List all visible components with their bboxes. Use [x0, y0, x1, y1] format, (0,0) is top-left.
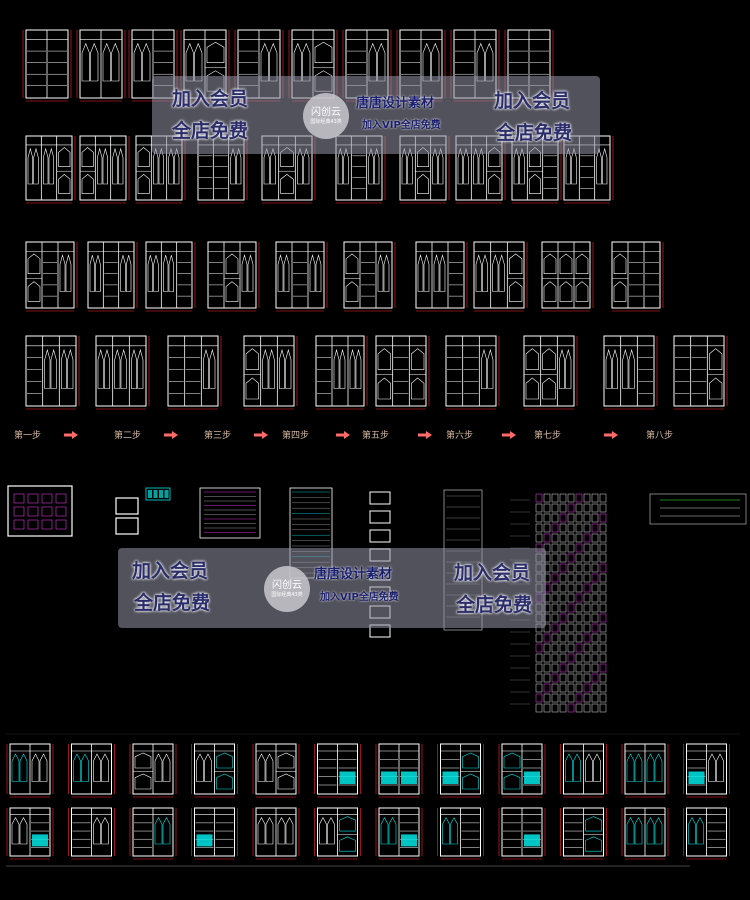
wardrobe-elevation	[603, 335, 658, 410]
watermark-logo-name: 闪创云	[272, 580, 302, 591]
wardrobe-elevation	[252, 743, 300, 798]
wardrobe-elevation	[207, 241, 260, 312]
wardrobe-elevation	[129, 743, 177, 798]
watermark-free-text: 全店免费	[496, 122, 573, 144]
wardrobe-elevation	[167, 335, 222, 410]
wardrobe-elevation	[68, 807, 115, 860]
watermark-shop-text: 唐唐设计素材	[356, 96, 435, 111]
wardrobe-elevation	[683, 807, 730, 860]
wardrobe-elevation	[145, 241, 196, 312]
wardrobe-elevation	[243, 335, 298, 410]
wardrobe-elevation	[191, 807, 238, 860]
wardrobe-elevation	[375, 807, 423, 860]
step-label-6: 第六步	[446, 431, 474, 441]
step-arrow-icon	[164, 431, 178, 439]
wardrobe-elevation	[498, 807, 546, 860]
watermark-vip-text: 加入VIP全店免费	[320, 592, 399, 603]
step-label-3: 第三步	[204, 431, 232, 441]
step-arrow-icon	[336, 431, 350, 439]
wardrobe-elevation	[68, 743, 115, 798]
wardrobe-elevation	[621, 743, 669, 798]
step-arrow-icon	[502, 431, 516, 439]
wardrobe-elevation	[560, 807, 607, 860]
wardrobe-elevation	[314, 743, 361, 798]
watermark-join-text: 加入会员	[132, 560, 209, 582]
wardrobe-elevation	[437, 743, 484, 798]
step-label-8: 第八步	[646, 431, 674, 441]
wardrobe-elevation	[275, 241, 328, 312]
step-arrow-icon	[604, 431, 618, 439]
step-label-7: 第七步	[534, 431, 562, 441]
watermark-logo-sub: 国际经典43类	[310, 119, 342, 125]
wardrobe-elevation	[252, 807, 300, 860]
wardrobe-elevation	[445, 335, 500, 410]
step-label-5: 第五步	[362, 431, 390, 441]
wardrobe-elevation	[611, 241, 664, 312]
step-label-2: 第二步	[114, 431, 142, 441]
wardrobe-elevation	[95, 335, 150, 410]
watermark-free-text: 全店免费	[172, 120, 249, 142]
wardrobe-elevation	[523, 335, 578, 410]
wardrobe-elevation	[191, 743, 238, 798]
wardrobe-elevation	[343, 241, 396, 312]
wardrobe-elevation	[673, 335, 728, 410]
wardrobe-elevation	[375, 335, 430, 410]
wardrobe-elevation	[6, 743, 54, 798]
wardrobe-elevation	[315, 335, 368, 410]
step-label-1: 第一步	[14, 431, 42, 441]
wardrobe-elevation	[473, 241, 528, 312]
wardrobe-elevation	[87, 241, 138, 312]
wardrobe-elevation	[498, 743, 546, 798]
wardrobe-elevation	[22, 29, 72, 102]
watermark-logo-icon: 闪创云 国际经典43类	[303, 93, 349, 139]
wardrobe-elevation	[560, 743, 607, 798]
wardrobe-elevation	[683, 743, 730, 798]
watermark-join-text: 加入会员	[172, 88, 249, 110]
wardrobe-elevation	[437, 807, 484, 860]
watermark-join-text: 加入会员	[494, 90, 571, 112]
wardrobe-elevation	[76, 29, 126, 102]
watermark-logo-icon: 闪创云 国际经典43类	[264, 566, 310, 612]
wardrobe-elevation	[6, 807, 54, 860]
watermark-free-text: 全店免费	[456, 594, 533, 616]
wardrobe-elevation	[79, 135, 130, 204]
wardrobe-elevation	[25, 241, 78, 312]
wardrobe-elevation	[541, 241, 594, 312]
wardrobe-elevation	[25, 335, 80, 410]
watermark-logo-name: 闪创云	[311, 107, 341, 118]
wardrobe-elevation	[415, 241, 468, 312]
watermark-logo-sub: 国际经典43类	[271, 592, 303, 598]
wardrobe-elevation	[621, 807, 669, 860]
watermark-vip-text: 加入VIP全店免费	[362, 120, 441, 131]
step-arrow-icon	[418, 431, 432, 439]
wardrobe-elevation	[314, 807, 361, 860]
wardrobe-elevation	[129, 807, 177, 860]
step-arrow-icon	[64, 431, 78, 439]
watermark-shop-text: 唐唐设计素材	[314, 567, 393, 582]
watermark-free-text: 全店免费	[134, 592, 211, 614]
wardrobe-elevation	[375, 743, 423, 798]
step-label-4: 第四步	[282, 431, 310, 441]
watermark-join-text: 加入会员	[454, 562, 531, 584]
step-arrow-icon	[254, 431, 268, 439]
wardrobe-elevation	[25, 135, 76, 204]
